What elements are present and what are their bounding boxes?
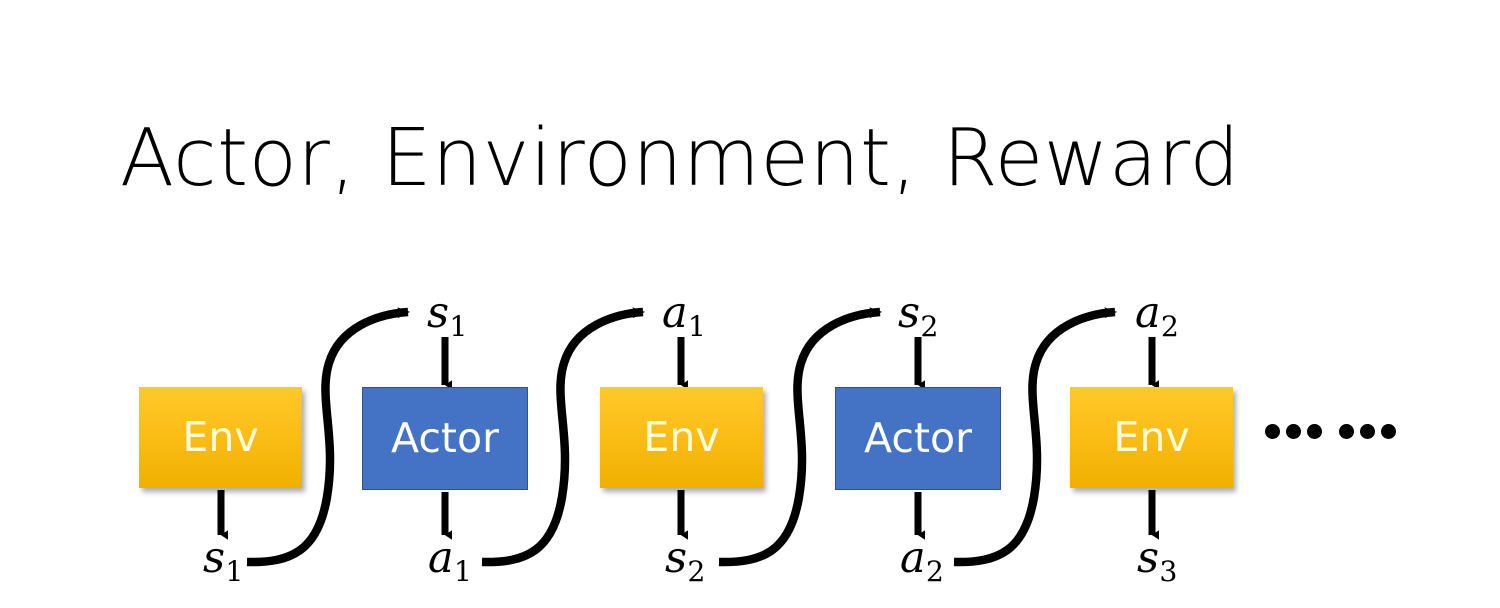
ellipsis-dot — [1339, 424, 1354, 439]
math-label-top-s1: s1 — [427, 292, 467, 341]
math-symbol: a — [428, 533, 454, 583]
math-symbol: s — [203, 533, 226, 583]
ellipsis-dot — [1381, 424, 1396, 439]
math-symbol: a — [1135, 288, 1161, 338]
math-subscript: 1 — [225, 554, 244, 588]
math-label-bot-a2: a2 — [900, 537, 944, 586]
ellipsis-dot — [1360, 424, 1375, 439]
math-label-bot-a1: a1 — [428, 537, 472, 586]
ellipsis-dot — [1286, 424, 1301, 439]
vertical-arrows-into-boxes — [441, 337, 1160, 390]
math-label-bot-s1: s1 — [203, 537, 243, 586]
math-label-top-s2: s2 — [898, 292, 938, 341]
ellipsis-dot — [1265, 424, 1280, 439]
node-actor-2: Actor — [835, 387, 1001, 490]
math-subscript: 2 — [687, 554, 706, 588]
node-env-3: Env — [1070, 387, 1233, 488]
math-symbol: s — [665, 533, 688, 583]
node-env-2: Env — [600, 387, 763, 488]
math-label-bot-s2: s2 — [665, 537, 705, 586]
math-label-bot-s3: s3 — [1137, 537, 1177, 586]
math-symbol: s — [1137, 533, 1160, 583]
math-symbol: s — [898, 288, 921, 338]
ellipsis-dot — [1307, 424, 1322, 439]
math-symbol: s — [427, 288, 450, 338]
math-subscript: 1 — [687, 309, 706, 343]
node-actor-1: Actor — [362, 387, 528, 490]
ellipsis-indicator — [1265, 424, 1396, 439]
math-label-top-a1: a1 — [662, 292, 706, 341]
math-subscript: 1 — [449, 309, 468, 343]
math-symbol: a — [900, 533, 926, 583]
math-label-top-a2: a2 — [1135, 292, 1179, 341]
math-symbol: a — [662, 288, 688, 338]
math-subscript: 3 — [1159, 554, 1178, 588]
page-title: Actor, Environment, Reward — [120, 112, 1240, 204]
math-subscript: 2 — [920, 309, 939, 343]
math-subscript: 1 — [453, 554, 472, 588]
math-subscript: 2 — [925, 554, 944, 588]
node-env-1: Env — [139, 387, 302, 488]
ellipsis-gap — [1328, 431, 1333, 432]
vertical-arrows-out-of-boxes — [217, 490, 1160, 540]
math-subscript: 2 — [1160, 309, 1179, 343]
